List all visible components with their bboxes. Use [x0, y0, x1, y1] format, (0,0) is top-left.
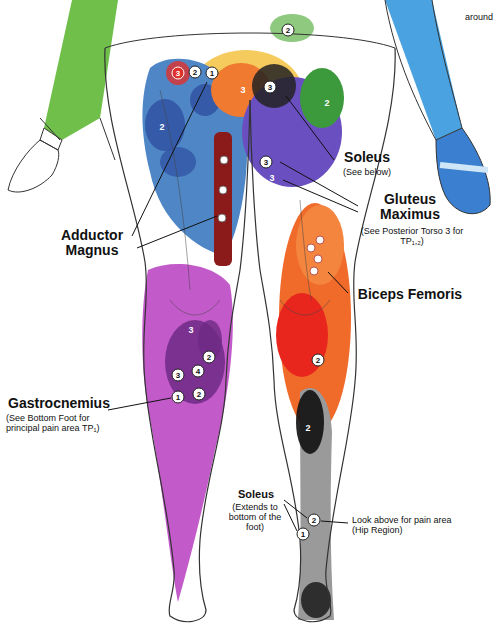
trigger-point	[314, 255, 322, 263]
arm-outline	[40, 118, 115, 160]
biceps-zone	[296, 205, 344, 285]
callout-number: 3	[172, 369, 185, 382]
hip-outline	[105, 33, 395, 48]
pain-spot	[166, 61, 190, 85]
trigger-point	[220, 156, 228, 164]
note-text: Look above for pain area (Hip Region)	[352, 515, 452, 535]
callout-number: 2	[159, 122, 164, 132]
soleus-referral	[252, 64, 296, 108]
pain-zone	[276, 293, 328, 377]
trigger-point	[219, 186, 227, 194]
trigger-point	[218, 214, 226, 222]
callout-number: 3	[188, 325, 193, 335]
arm-outline	[385, 0, 462, 140]
muscle-name: Gluteus Maximus	[360, 192, 460, 222]
muscle-name: Adductor Magnus	[44, 228, 140, 258]
right-hand-zone	[436, 128, 490, 214]
note-text: around	[462, 12, 496, 22]
callout-number: 2	[193, 388, 206, 401]
muscle-lines	[160, 90, 330, 315]
adductor-strip	[214, 132, 232, 266]
trigger-point	[310, 267, 318, 275]
muscle-name: Soleus	[228, 488, 284, 500]
leg-outline	[105, 48, 250, 622]
left-hand	[8, 128, 62, 192]
callout-number: 3	[260, 156, 273, 169]
muscle-name: Soleus	[332, 150, 402, 165]
pain-zone	[270, 14, 314, 42]
callout-number: 2	[189, 66, 202, 79]
callout-number: 4	[192, 365, 205, 378]
soleus-spot	[296, 390, 324, 454]
note-text: (See below)	[332, 167, 402, 177]
note-text: (See Bottom Foot for principal pain area…	[6, 413, 124, 433]
callout-number: 2	[312, 354, 325, 367]
callout-number: 3	[264, 81, 277, 94]
trigger-point	[316, 236, 324, 244]
muscle-name: Gastrocnemius	[4, 396, 114, 411]
leg-outline	[250, 48, 395, 622]
trigger-point	[307, 244, 315, 252]
leader-lines	[108, 82, 358, 531]
right-arm-zone	[385, 0, 462, 140]
callout-number: 3	[240, 85, 245, 95]
adductor-spot	[145, 99, 185, 151]
callout-number: 2	[282, 24, 295, 37]
callout-number: 3	[269, 173, 274, 183]
callout-number: 2	[203, 351, 216, 364]
gastrocnemius-spot	[165, 320, 225, 404]
callout-number: 1	[297, 528, 310, 541]
callout-number: 1	[206, 67, 219, 80]
callout-number: 2	[308, 514, 321, 527]
note-text: (Extends to bottom of the foot)	[220, 502, 290, 532]
callout-number: 1	[172, 391, 185, 404]
note-text: (See Posterior Torso 3 for TP₁,₂)	[352, 226, 472, 246]
callout-number: 2	[305, 423, 310, 433]
callout-number: 2	[324, 98, 329, 108]
callout-number: 3	[172, 67, 185, 80]
wrist-band	[440, 165, 488, 170]
left-arm-zone	[44, 0, 118, 140]
adductor-spot	[160, 147, 196, 177]
pain-zone	[300, 68, 344, 128]
muscle-name: Biceps Femoris	[350, 287, 470, 302]
